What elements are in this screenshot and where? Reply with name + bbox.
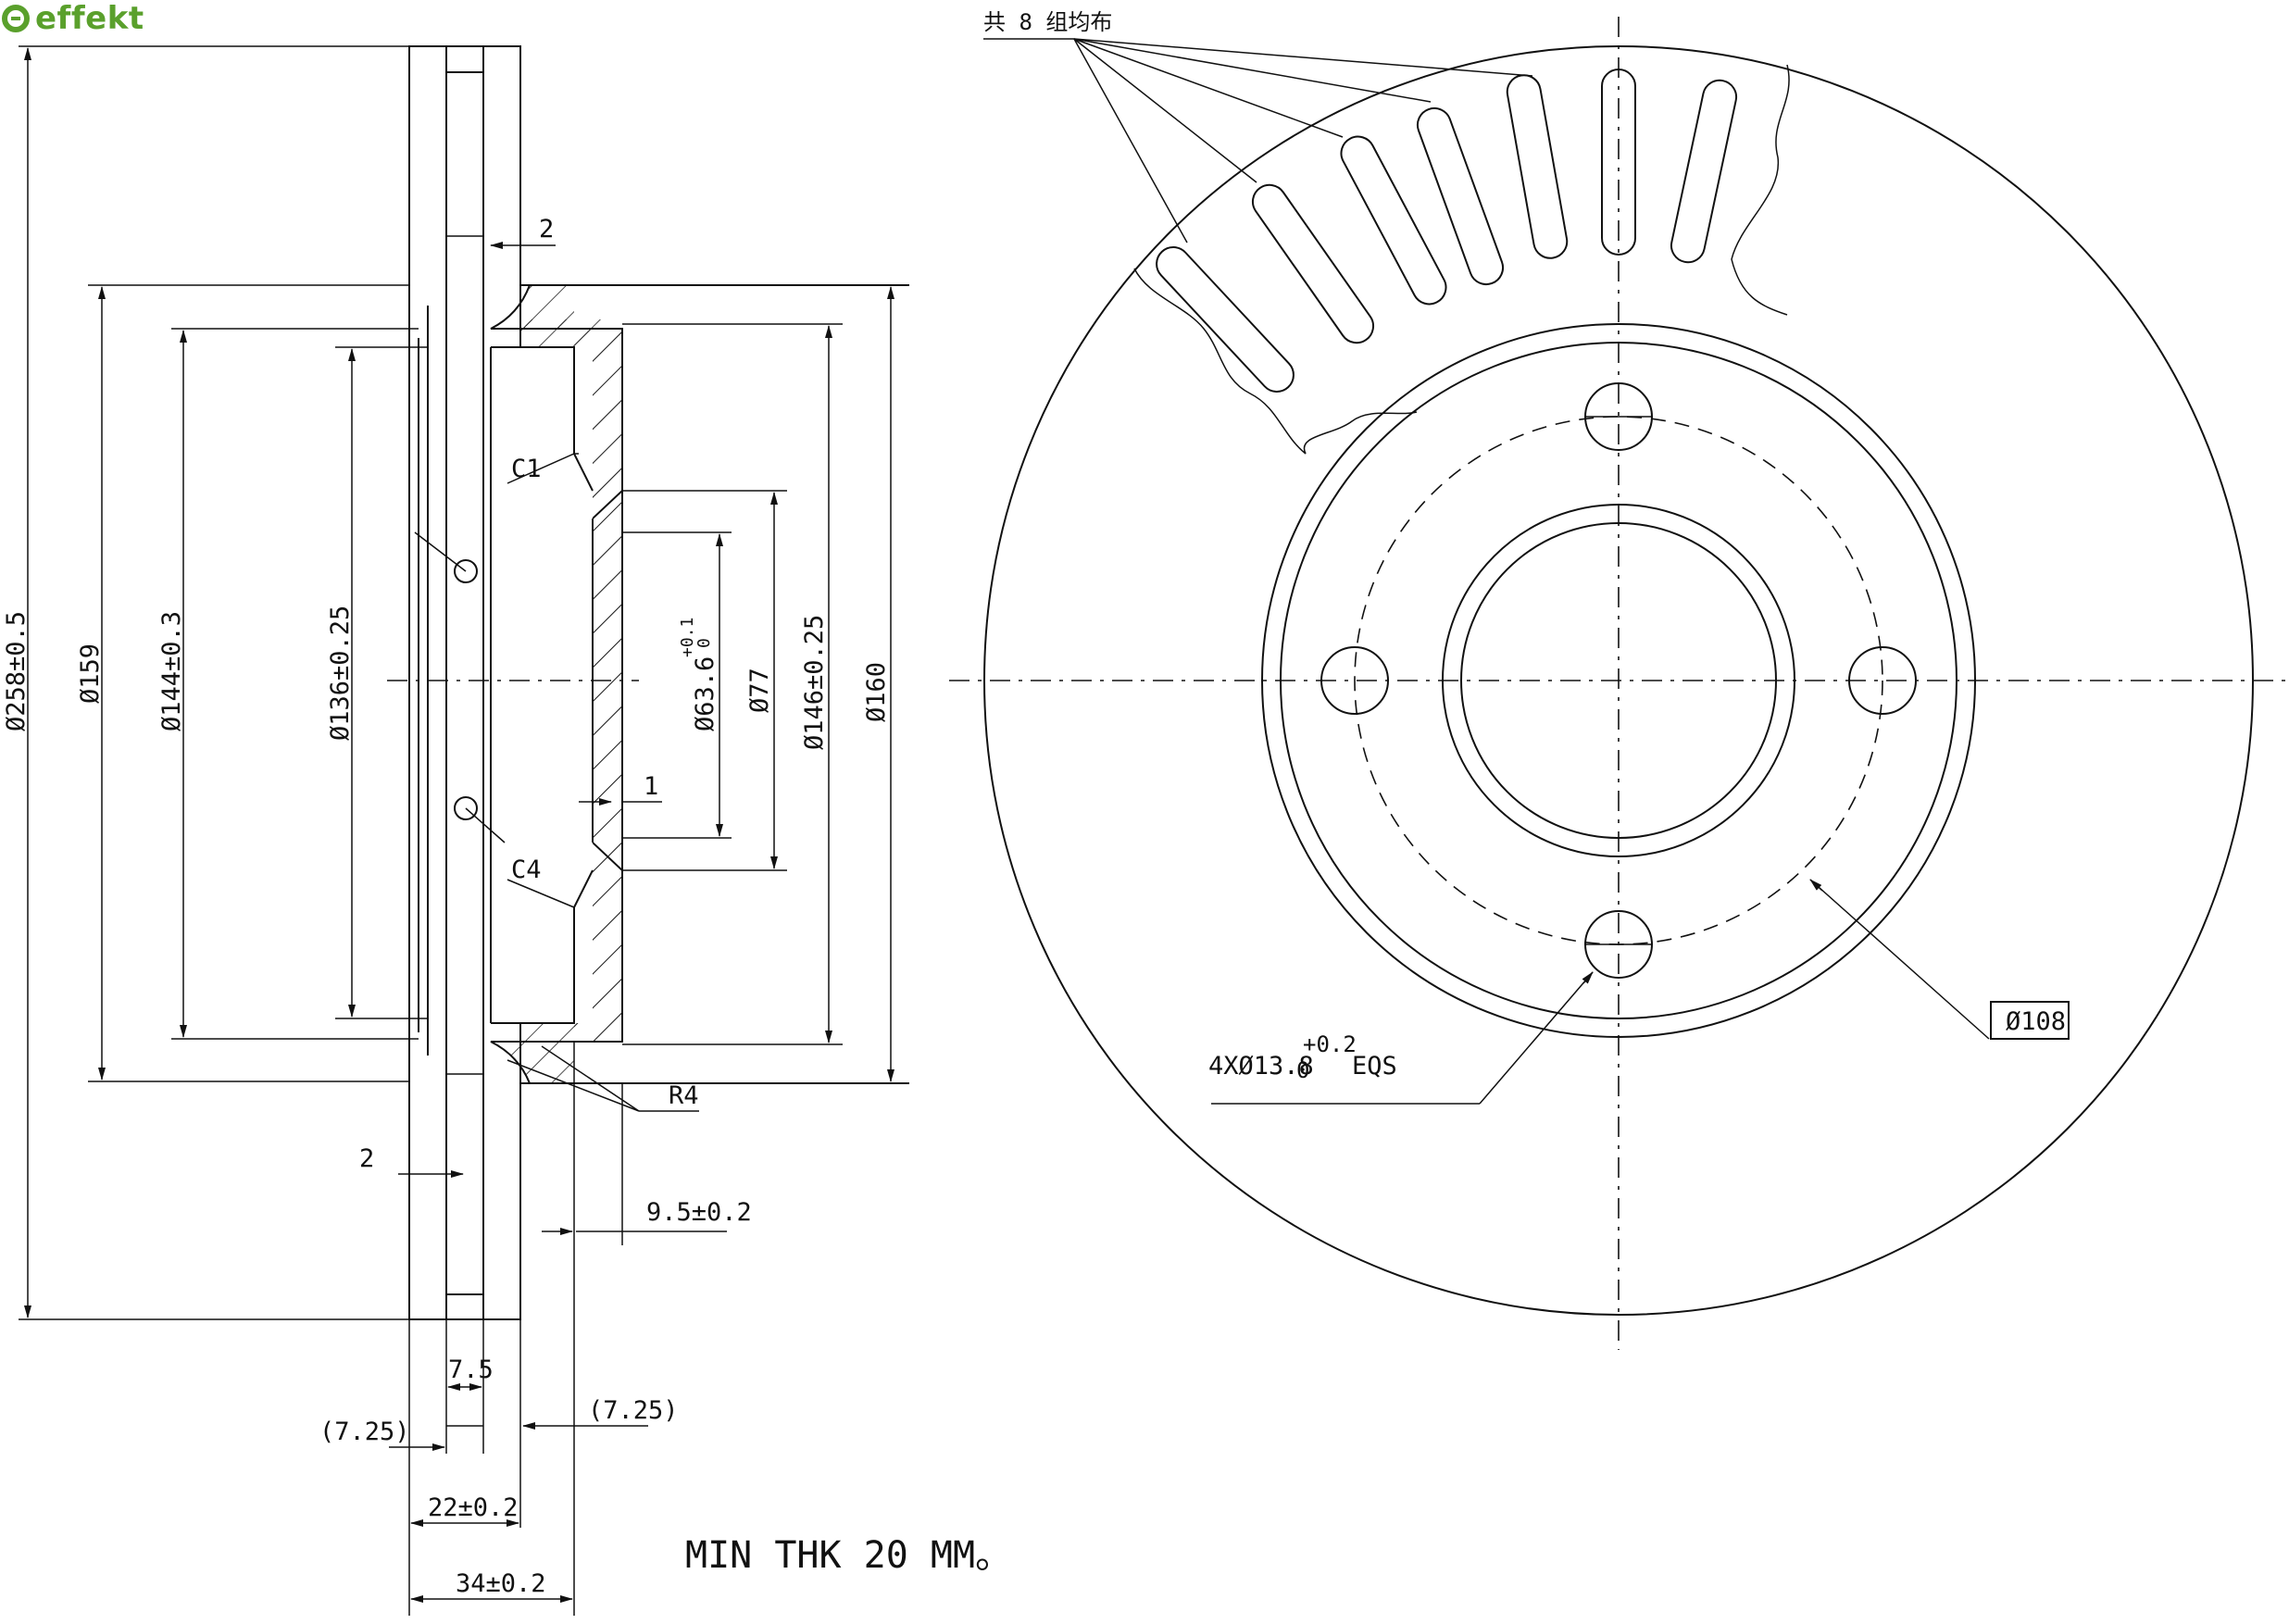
label-c4: C4 [511, 856, 542, 884]
dim-d159: Ø159 [76, 643, 105, 704]
dim-vane-width: 7.5 [448, 1355, 494, 1384]
vane-slots [1156, 69, 1738, 393]
holes-tol-lower: 0 [1296, 1057, 1309, 1083]
dim-total-height: 34±0.2 [456, 1569, 546, 1598]
min-thickness-note: MIN THK 20 MM。 [685, 1534, 1012, 1577]
dim-gap-top: 2 [539, 215, 554, 244]
label-r4: R4 [669, 1081, 699, 1110]
section-view: Ø258±0.5 Ø159 Ø144±0.3 Ø136±0.25 Ø63.6 +… [2, 45, 1012, 1616]
dim-step-one: 1 [644, 772, 658, 801]
dim-d136: Ø136±0.25 [326, 606, 355, 741]
dim-bore-tol-lower: 0 [694, 638, 714, 648]
holes-prefix: 4XØ13.8 [1208, 1052, 1314, 1081]
dim-d146: Ø146±0.25 [800, 615, 829, 750]
holes-suffix: EQS [1352, 1052, 1397, 1081]
dim-cheek-left: (7.25) [319, 1418, 410, 1446]
vanes-note: 共 8 组均布 [983, 9, 1112, 35]
dim-cheek-right: (7.25) [588, 1396, 679, 1425]
brand-logo: effekt [2, 0, 144, 37]
dim-hub-offset: 9.5±0.2 [646, 1198, 752, 1227]
dim-d77: Ø77 [745, 668, 774, 713]
dim-bore-tol-upper: +0.1 [678, 618, 697, 657]
brand-logo-icon [2, 5, 30, 32]
label-c1: C1 [511, 455, 542, 483]
dim-bore: Ø63.6 [691, 656, 719, 731]
dim-outer-diameter: Ø258±0.5 [2, 611, 31, 731]
holes-tol-upper: +0.2 [1303, 1031, 1357, 1057]
dim-d144: Ø144±0.3 [157, 611, 186, 731]
pcd-label: Ø108 [2006, 1007, 2066, 1036]
dim-disc-thickness: 22±0.2 [428, 1493, 519, 1522]
front-view: 共 8 组均布 Ø108 4XØ13.8 +0.2 0 EQS [949, 9, 2289, 1350]
dim-gap-bottom: 2 [359, 1144, 374, 1173]
brand-name: effekt [35, 0, 144, 37]
dim-d160: Ø160 [862, 662, 891, 722]
